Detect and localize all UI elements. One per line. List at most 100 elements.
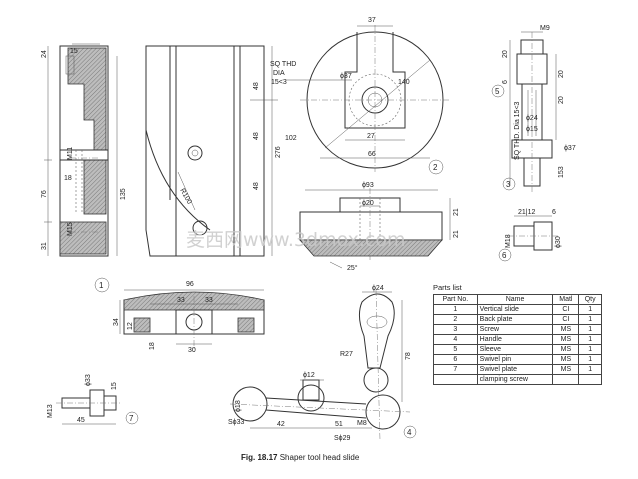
part-matl-cell: CI (552, 304, 580, 315)
callout-2-label: 2 (433, 163, 438, 172)
part-qty-cell: 1 (578, 304, 602, 315)
part-name-cell: Back plate (476, 314, 554, 325)
dim-6-text: 6 (502, 80, 509, 84)
part-name-cell: Handle (476, 334, 554, 345)
figure-number: Fig. 18.17 (241, 453, 278, 462)
dim-phi24-handle-text: ϕ24 (372, 285, 384, 292)
part-qty-cell: 1 (578, 324, 602, 335)
dim-48-text-c: 48 (253, 182, 260, 190)
dim-r27-text: R27 (340, 351, 353, 358)
header-name: Name (476, 294, 554, 305)
part-no-cell: 4 (433, 334, 478, 345)
part-matl-cell: CI (552, 314, 580, 325)
part-name-extra-cell: clamping screw (476, 374, 554, 385)
dim-153-text: 153 (558, 166, 565, 178)
callout-3-label: 3 (506, 180, 511, 189)
part-qty-cell: 1 (578, 344, 602, 355)
view-back-plate: 37 SQ THD DIA 15<3 ϕ37 140 27 66 102 2 (270, 17, 450, 175)
part-name-cell: Swivel pin (476, 354, 554, 365)
dim-30-text: 30 (188, 347, 196, 354)
table-row: clamping screw (433, 374, 602, 385)
dim-42-text: 42 (277, 421, 285, 428)
dim-45-text: 45 (77, 417, 85, 424)
dim-20-text-b: 20 (558, 70, 565, 78)
dim-phi93-text: ϕ93 (362, 182, 374, 189)
part-matl-cell: MS (552, 344, 580, 355)
callout-6-label: 6 (502, 251, 507, 260)
view-swivel-plate: 96 33 33 30 34 12 18 (113, 281, 265, 354)
view-vertical-slide-front: R100 48 48 48 276 (145, 45, 282, 257)
dim-m15-text: M15 (67, 222, 74, 236)
callout-7-circle (125, 411, 139, 425)
part-name-cell: Swivel plate (476, 364, 554, 375)
dim-135-text: 135 (120, 188, 127, 200)
dim-102-text: 102 (285, 135, 297, 142)
part-matl-cell: MS (552, 334, 580, 345)
callout-5-circle (491, 84, 505, 98)
dim-phi15-text: ϕ15 (526, 126, 538, 133)
dim-s29-text: Sϕ29 (334, 435, 350, 442)
part-matl-cell: MS (552, 324, 580, 335)
part-name-cell: Sleeve (476, 344, 554, 355)
dim-48-text-a: 48 (253, 82, 260, 90)
callout-1-label: 1 (99, 281, 104, 290)
callout-4-circle (403, 425, 417, 439)
dim-21-text-b: 21 (453, 230, 460, 238)
callout-6-circle (498, 248, 512, 262)
view-clamping-screw: ϕ33 15 45 M13 7 (47, 374, 139, 425)
sq-thd-dia-text: SQ THD. Dia 15<3 (514, 101, 521, 160)
figure-title: Shaper tool head slide (279, 453, 360, 462)
part-qty-cell (578, 374, 602, 385)
part-qty-cell: 1 (578, 314, 602, 325)
dim-27-text: 27 (367, 133, 375, 140)
callout-1-circle (94, 277, 110, 293)
dia-text: DIA (273, 70, 285, 77)
dim-25deg-text: 25° (347, 264, 358, 272)
dim-15-text: 15 (70, 48, 78, 55)
dim-15x3-text: 15<3 (271, 79, 287, 86)
part-qty-cell: 1 (578, 354, 602, 365)
dim-18-text: 18 (64, 175, 72, 182)
dim-phi24-text: ϕ24 (526, 115, 538, 122)
dim-66-text: 66 (368, 151, 376, 158)
callout-5-label: 5 (495, 87, 500, 96)
header-qty: Qty (578, 294, 602, 305)
part-no-cell: 2 (433, 314, 478, 325)
dim-18-plate-text: 18 (149, 342, 156, 350)
dim-m9-text: M9 (540, 25, 550, 32)
sq-thd-text: SQ THD (270, 61, 296, 68)
dim-phi18-text: ϕ18 (235, 400, 242, 412)
part-no-cell: 1 (433, 304, 478, 315)
dim-76-text: 76 (41, 190, 48, 198)
dim-33-text-a: 33 (177, 297, 185, 304)
dim-96-text: 96 (186, 281, 194, 288)
dim-37-text: 37 (368, 17, 376, 24)
part-no-cell: 6 (433, 354, 478, 365)
dim-s33-text: Sϕ33 (228, 419, 244, 426)
callout-2-circle (428, 159, 444, 175)
view-swivel-pin: 21|12 6 M18 ϕ30 6 (498, 209, 562, 262)
parts-list-title: Parts list (433, 283, 462, 292)
dim-15-screw-text: 15 (111, 382, 118, 390)
dim-78-text: 78 (405, 352, 412, 360)
dim-51-text: 51 (335, 421, 343, 428)
part-matl-cell (552, 374, 580, 385)
header-matl: Matl (552, 294, 580, 305)
part-no-cell: 7 (433, 364, 478, 375)
callout-3-circle (502, 177, 516, 191)
dim-24-text: 24 (41, 50, 48, 58)
dim-phi12-text: ϕ12 (303, 372, 315, 379)
part-no-cell: 5 (433, 344, 478, 355)
dim-21-12-text: 21|12 (518, 209, 535, 216)
parts-list-header-row: Part No. Name Matl Qty (433, 294, 602, 305)
dim-m13-text: M13 (47, 404, 54, 418)
dim-phi33-text: ϕ33 (85, 374, 92, 386)
dim-m18-text: M18 (505, 234, 512, 248)
part-matl-cell: MS (552, 364, 580, 375)
